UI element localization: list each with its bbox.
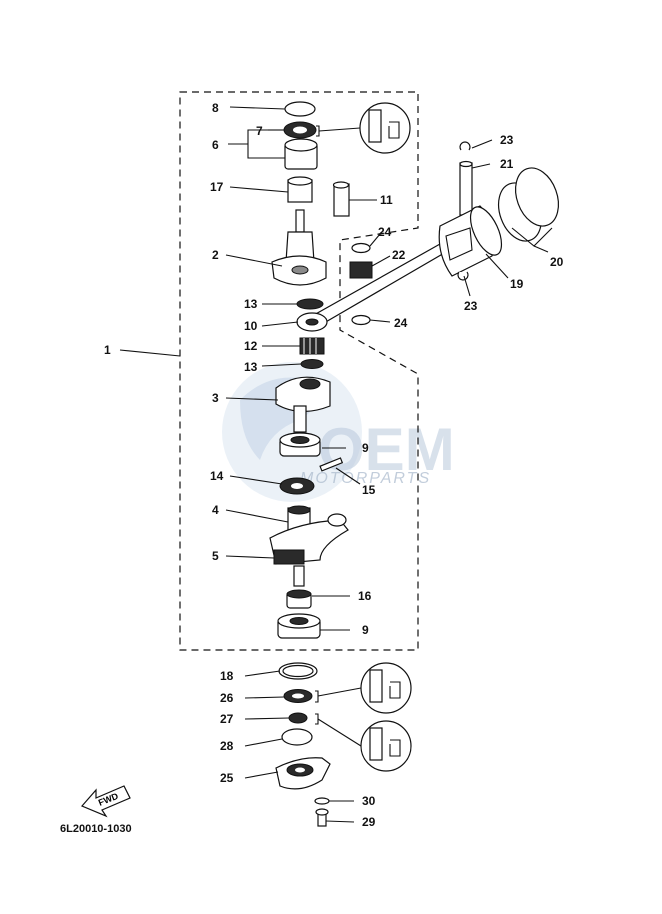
callout-20: 20 [550, 255, 564, 269]
callout-28: 28 [220, 739, 234, 753]
callout-5: 5 [212, 549, 219, 563]
seal-detail-circle-mid [315, 662, 412, 714]
callout-19: 19 [510, 277, 524, 291]
callout-10: 10 [244, 319, 258, 333]
crank-web-part [275, 376, 331, 433]
seal-detail-circle-lower [315, 713, 412, 772]
callout-4: 4 [212, 503, 219, 517]
callout-22: 22 [392, 248, 406, 262]
callout-26: 26 [220, 691, 234, 705]
callout-24-upper: 24 [378, 225, 392, 239]
oil-seal-small-part [288, 712, 308, 724]
callout-13-lower: 13 [244, 360, 258, 374]
seal-detail-circle-upper [316, 102, 411, 154]
callout-29: 29 [362, 815, 376, 829]
callout-11: 11 [380, 193, 393, 207]
callout-7: 7 [256, 124, 263, 138]
o-ring-housing-part [281, 728, 313, 746]
callout-numbers: 8 7 6 17 11 2 1 13 10 12 13 3 9 14 15 4 … [60, 101, 564, 835]
circlip-upper-part [459, 141, 471, 151]
callout-8: 8 [212, 101, 219, 115]
piston-pin-part [459, 162, 473, 216]
callout-16: 16 [358, 589, 372, 603]
callout-24-lower: 24 [394, 316, 408, 330]
callout-14: 14 [210, 469, 224, 483]
crank-upper-part [271, 209, 327, 286]
washer-lower-part [351, 314, 371, 326]
callout-1: 1 [104, 343, 111, 357]
diagram-code: 6L20010-1030 [60, 823, 132, 835]
crank-lower-part [269, 505, 349, 587]
callout-6: 6 [212, 138, 219, 152]
connecting-rod-part [296, 243, 447, 332]
ball-bearing-lower-part [277, 613, 321, 639]
callout-18: 18 [220, 669, 234, 683]
crankshaft-assembly-boundary [179, 91, 419, 651]
watermark-sub-text: MOTORPARTS [300, 470, 431, 487]
piston-ring-2-part [514, 167, 560, 227]
callout-23-upper: 23 [500, 133, 514, 147]
washer-upper-part [351, 242, 371, 254]
callout-27: 27 [220, 712, 234, 726]
small-end-bearing-part [349, 261, 373, 279]
callout-9-lower: 9 [362, 623, 369, 637]
callout-25: 25 [220, 771, 234, 785]
piston-part [438, 205, 503, 277]
callout-15: 15 [362, 483, 376, 497]
thrust-washer-lower-part [300, 359, 324, 369]
callout-30: 30 [362, 794, 376, 808]
callout-23-lower: 23 [464, 299, 478, 313]
washer-bolt-part [314, 797, 330, 805]
callout-2: 2 [212, 248, 219, 262]
callout-17: 17 [210, 180, 224, 194]
circlip-lower-part [457, 271, 469, 281]
watermark: OEM MOTORPARTS [222, 362, 455, 502]
callout-13-upper: 13 [244, 297, 258, 311]
lower-bearing-housing-part [275, 757, 331, 790]
thrust-washer-part [296, 298, 324, 310]
callout-12: 12 [244, 339, 258, 353]
fwd-arrow-icon: FWD [80, 785, 131, 818]
callout-9-upper: 9 [362, 441, 369, 455]
ball-bearing-upper-part [279, 432, 321, 457]
leader-lines [119, 106, 553, 823]
o-ring-part [284, 101, 316, 117]
dowel-pin-part [333, 183, 350, 217]
callout-3: 3 [212, 391, 219, 405]
callout-21: 21 [500, 157, 514, 171]
knock-pin-part [319, 457, 344, 472]
